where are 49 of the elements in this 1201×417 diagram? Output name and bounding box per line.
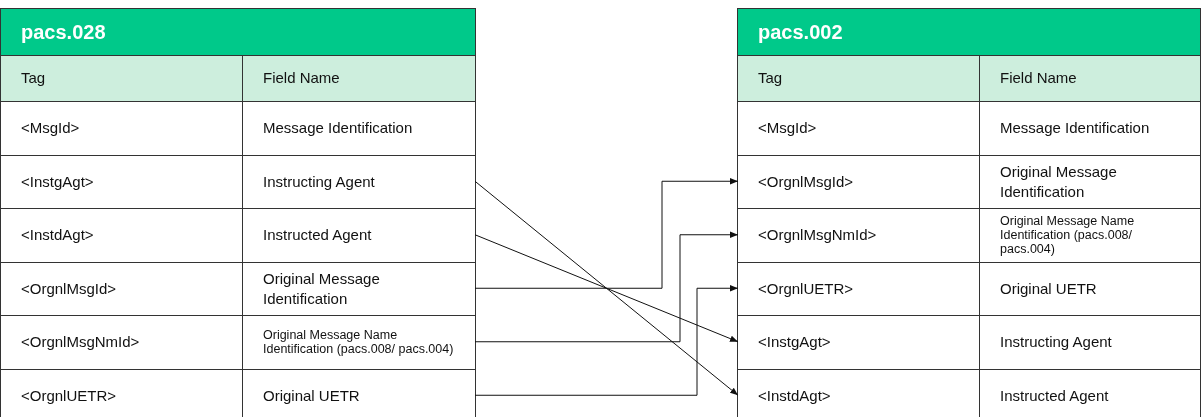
field-name-cell: Original Message Name Identification (pacs.008/ pacs.004) <box>979 209 1200 262</box>
tag-cell-text: <OrgnlMsgNmId> <box>20 332 141 353</box>
field-name-cell: Original Message Identification <box>979 155 1200 208</box>
table-row <box>1 101 475 155</box>
field-name-cell: Original Message Identification <box>242 262 475 315</box>
field-name-cell: Instructed Agent <box>242 209 475 262</box>
table-row <box>738 154 1200 208</box>
column-header: Tag <box>757 68 784 89</box>
field-name-cell: Message Identification <box>242 102 475 155</box>
column-header: Tag <box>20 68 47 89</box>
table-row <box>1 208 475 262</box>
table-row <box>1 261 475 315</box>
table-title: pacs.002 <box>758 20 843 44</box>
field-name-cell: Original UETR <box>979 262 1200 315</box>
field-name-cell: Instructing Agent <box>979 316 1200 369</box>
tag-cell-text: <OrgnlMsgId> <box>20 278 118 299</box>
table-row <box>1 368 475 417</box>
column-header: Field Name <box>242 56 475 101</box>
field-name-cell: Message Identification <box>979 102 1200 155</box>
arrow <box>474 180 739 396</box>
table-row <box>738 315 1200 369</box>
field-name-cell: Instructed Agent <box>979 369 1200 417</box>
tag-cell-text: <InstdAgt> <box>757 385 832 406</box>
column-header: Field Name <box>979 56 1200 101</box>
arrow <box>474 285 739 396</box>
table-row <box>738 261 1200 315</box>
header-row <box>1 55 475 101</box>
tag-cell-text: <OrgnlUETR> <box>757 278 855 299</box>
tag-cell-text: <OrgnlMsgNmId> <box>757 225 878 246</box>
tag-cell-text: <InstgAgt> <box>757 332 832 353</box>
header-row <box>738 55 1200 101</box>
table-row <box>738 208 1200 262</box>
table-title: pacs.028 <box>21 20 106 44</box>
field-name-cell: Original UETR <box>242 369 475 417</box>
field-name-cell: Original Message Name Identification (pacs.008/ pacs.004) <box>242 316 475 369</box>
table-row <box>1 315 475 369</box>
table-row <box>1 154 475 208</box>
tag-cell-text: <MsgId> <box>757 118 818 139</box>
tag-cell-text: <OrgnlUETR> <box>20 385 118 406</box>
tag-cell-text: <InstdAgt> <box>20 225 95 246</box>
message-table <box>737 8 1201 417</box>
tag-cell-text: <MsgId> <box>20 118 81 139</box>
tag-cell-text: <InstgAgt> <box>20 171 95 192</box>
tag-cell-text: <OrgnlMsgId> <box>757 171 855 192</box>
arrow <box>474 178 739 289</box>
field-name-cell: Instructing Agent <box>242 155 475 208</box>
table-row <box>738 101 1200 155</box>
table-row <box>738 368 1200 417</box>
message-table <box>0 8 476 417</box>
